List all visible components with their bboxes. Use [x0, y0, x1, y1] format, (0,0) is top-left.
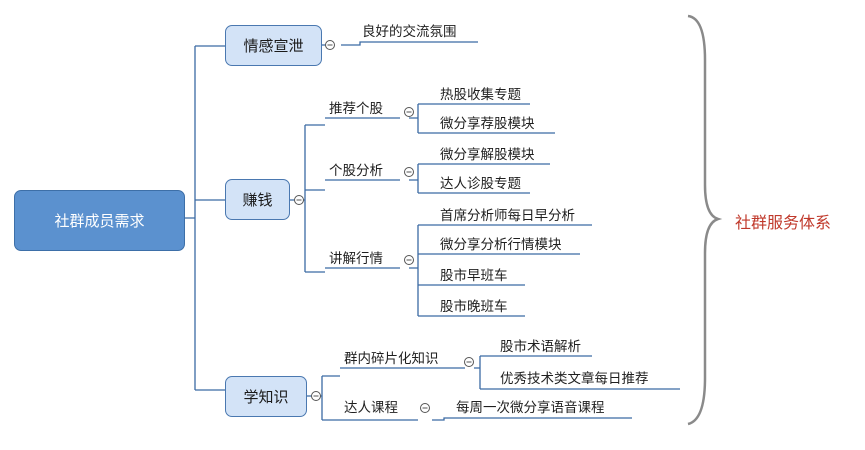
- summary-brace: [687, 14, 723, 426]
- leaf-tech-article-daily[interactable]: 优秀技术类文章每日推荐: [500, 371, 649, 387]
- leaf-expert-diagnosis[interactable]: 达人诊股专题: [440, 176, 521, 192]
- connector-group-analysis: [325, 163, 550, 194]
- connector-emotion: [322, 41, 478, 46]
- branch-learn-node[interactable]: 学知识: [225, 376, 307, 417]
- group-recommend-stocks[interactable]: 推荐个股: [329, 101, 383, 117]
- leaf-weekly-voice-course[interactable]: 每周一次微分享语音课程: [456, 400, 605, 416]
- connector-root-trunk: [185, 45, 225, 391]
- leaf-chief-morning-analysis[interactable]: 首席分析师每日早分析: [440, 208, 575, 224]
- connector-group-market: [325, 224, 592, 317]
- leaf-good-atmosphere[interactable]: 良好的交流氛围: [362, 24, 457, 40]
- group-market-explain[interactable]: 讲解行情: [329, 251, 383, 267]
- branch-money-node[interactable]: 赚钱: [225, 179, 290, 220]
- leaf-evening-bus[interactable]: 股市晚班车: [440, 299, 508, 315]
- leaf-micro-share-market[interactable]: 微分享分析行情模块: [440, 237, 562, 253]
- root-node[interactable]: 社群成员需求: [14, 190, 185, 251]
- leaf-morning-bus[interactable]: 股市早班车: [440, 268, 508, 284]
- connector-group-recommend: [325, 103, 555, 134]
- connector-group-fragment: [340, 355, 680, 390]
- connector-group-course: [340, 417, 632, 421]
- group-expert-course[interactable]: 达人课程: [344, 400, 398, 416]
- summary-label[interactable]: 社群服务体系: [735, 213, 832, 232]
- branch-emotion-node[interactable]: 情感宣泄: [225, 25, 322, 66]
- leaf-term-explain[interactable]: 股市术语解析: [500, 339, 581, 355]
- leaf-micro-share-analysis[interactable]: 微分享解股模块: [440, 147, 535, 163]
- group-stock-analysis[interactable]: 个股分析: [329, 163, 383, 179]
- leaf-micro-share-recommend[interactable]: 微分享荐股模块: [440, 116, 535, 132]
- group-fragment-knowledge[interactable]: 群内碎片化知识: [344, 351, 439, 367]
- leaf-hot-stocks-topic[interactable]: 热股收集专题: [440, 87, 521, 103]
